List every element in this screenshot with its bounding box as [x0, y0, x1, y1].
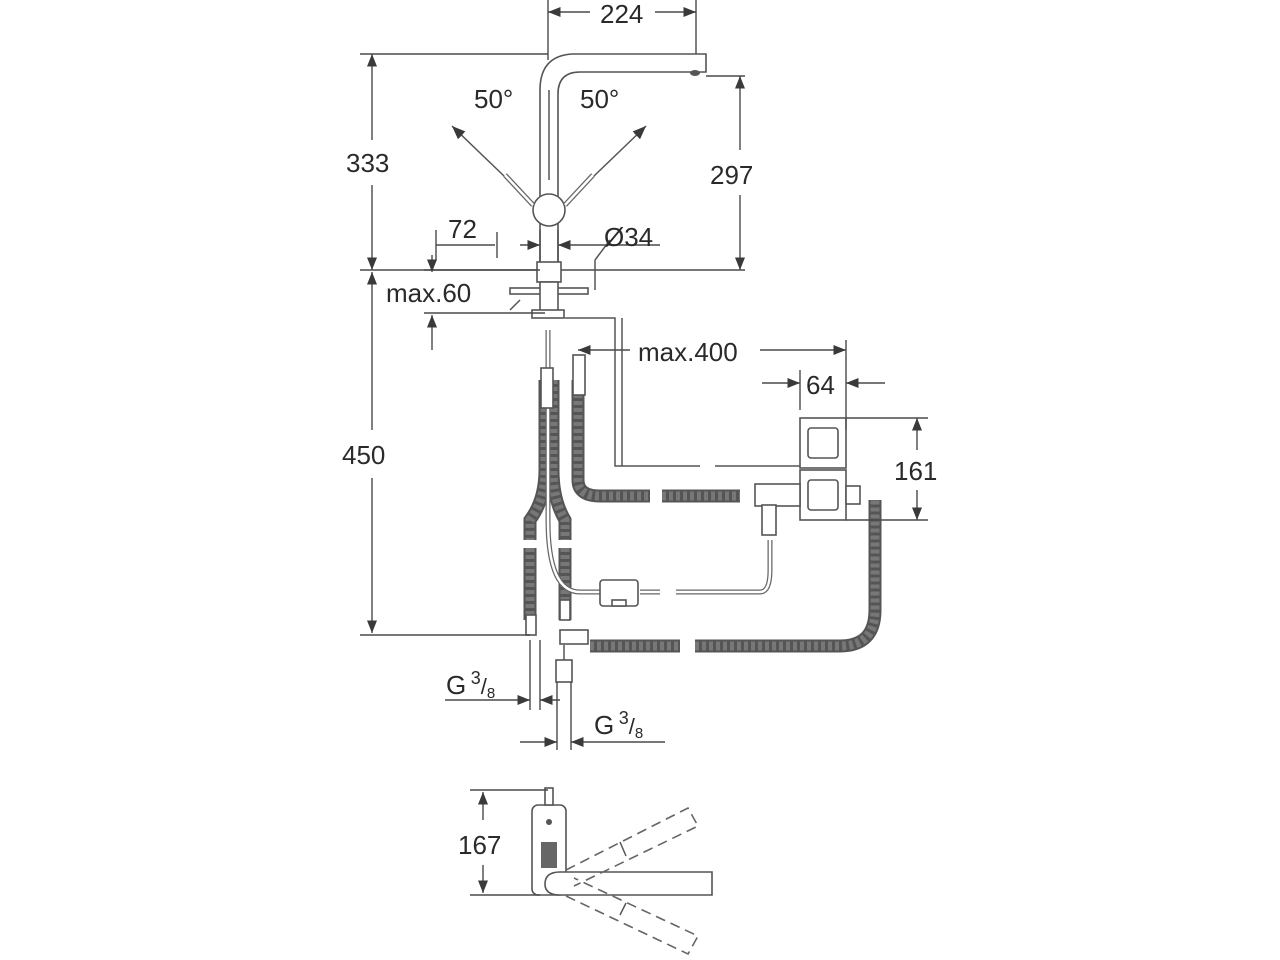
label-thread-left: G 3/8: [446, 668, 496, 702]
control-cable: [545, 317, 800, 595]
top-view: [531, 787, 713, 956]
dimension-450: [360, 272, 530, 636]
label-angle-left: 50°: [474, 84, 514, 114]
label-angle-right: 50°: [580, 84, 620, 114]
dimension-333: [360, 53, 548, 270]
label-max-60: max.60: [386, 278, 472, 308]
dimension-72: [435, 230, 498, 260]
faucet-spout: [539, 53, 707, 271]
label-thread-right: G 3/8: [594, 708, 644, 742]
dimension-297: [706, 75, 746, 270]
label-167: 167: [458, 830, 502, 860]
label-72: 72: [448, 214, 477, 244]
control-box: [754, 395, 861, 536]
label-450: 450: [342, 440, 386, 470]
dimension-167: [470, 789, 548, 896]
label-64: 64: [806, 370, 835, 400]
label-max-400: max.400: [638, 337, 738, 367]
faucet-handle: [451, 125, 647, 227]
label-297: 297: [710, 160, 754, 190]
hose-fittings: [525, 354, 639, 683]
label-diameter: Ø34: [604, 222, 654, 252]
label-161: 161: [894, 456, 938, 486]
label-333: 333: [346, 148, 390, 178]
mounting-assembly: [509, 239, 611, 319]
dimension-224: [547, 0, 697, 60]
thread-dimensions: [445, 640, 665, 750]
dimension-161: [846, 417, 928, 521]
dimension-64: [762, 370, 885, 410]
dimension-max-60: [424, 255, 545, 350]
label-224: 224: [600, 0, 644, 29]
